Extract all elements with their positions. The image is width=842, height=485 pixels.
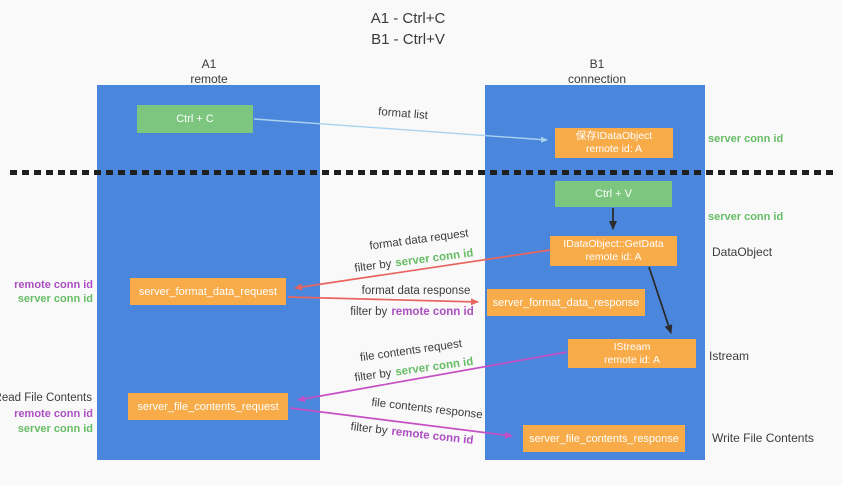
- node-idataobject-getdata-line1: IDataObject::GetData: [563, 238, 664, 250]
- filter-prefix: filter by: [349, 421, 389, 438]
- filter-key-remote-conn-id: remote conn id: [390, 425, 475, 447]
- filter-key-server-conn-id: server conn id: [394, 355, 475, 379]
- filter-key-server-conn-id: server conn id: [394, 247, 475, 270]
- label-format-list: format list: [377, 106, 429, 122]
- node-ctrl-c-label: Ctrl + C: [176, 113, 214, 125]
- node-istream-line2: remote id: A: [603, 353, 661, 366]
- node-save-idataobject-line1: 保存IDataObject: [575, 130, 653, 142]
- column-header-a1: A1 remote: [190, 57, 227, 87]
- label-istream: Istream: [709, 349, 750, 363]
- label-file-contents-response: file contents response: [370, 396, 484, 422]
- node-server-file-contents-request-label: server_file_contents_request: [137, 400, 279, 413]
- node-save-idataobject: 保存IDataObject remote id: A: [555, 128, 673, 158]
- column-a1-role: remote: [190, 72, 228, 86]
- node-ctrl-v-label: Ctrl + V: [595, 188, 632, 200]
- node-server-file-contents-response: server_file_contents_response: [523, 425, 685, 452]
- diagram-title: A1 - Ctrl+C B1 - Ctrl+V: [371, 8, 446, 50]
- label-server-conn-id-top-right: server conn id: [708, 133, 784, 145]
- label-remote-conn-id-left-bottom: remote conn id: [14, 408, 93, 420]
- filter-prefix: filter by: [353, 258, 393, 275]
- label-dataobject: DataObject: [712, 245, 773, 259]
- column-header-b1: B1 connection: [568, 57, 626, 87]
- node-server-format-data-request: server_format_data_request: [130, 278, 286, 305]
- node-server-format-data-response-label: server_format_data_response: [492, 296, 640, 309]
- phase-divider-dotted-line: [10, 170, 834, 175]
- label-format-data-response: format data response: [361, 285, 471, 297]
- filter-key-remote-conn-id: remote conn id: [391, 306, 474, 318]
- node-idataobject-getdata: IDataObject::GetData remote id: A: [550, 236, 677, 266]
- title-line-2: B1 - Ctrl+V: [371, 31, 445, 48]
- node-server-format-data-request-label: server_format_data_request: [138, 285, 278, 298]
- label-write-file-contents: Write File Contents: [712, 431, 814, 445]
- filter-prefix: filter by: [350, 306, 388, 318]
- node-save-idataobject-line2: remote id: A: [585, 143, 643, 155]
- node-ctrl-c: Ctrl + C: [137, 105, 253, 133]
- node-istream: IStream remote id: A: [568, 339, 696, 368]
- node-idataobject-getdata-line2: remote id: A: [585, 251, 642, 263]
- title-line-1: A1 - Ctrl+C: [370, 10, 446, 27]
- node-server-format-data-response: server_format_data_response: [487, 289, 645, 316]
- label-remote-conn-id-left-top: remote conn id: [14, 279, 93, 291]
- node-ctrl-v: Ctrl + V: [555, 181, 672, 207]
- column-b1-name: B1: [589, 57, 605, 71]
- label-server-conn-id-mid-right: server conn id: [708, 211, 784, 223]
- column-a1-name: A1: [201, 57, 217, 71]
- label-server-conn-id-left-bottom: server conn id: [17, 423, 93, 435]
- label-read-file-contents: Read File Contents: [0, 392, 92, 404]
- node-istream-line1: IStream: [613, 340, 651, 353]
- node-server-file-contents-request: server_file_contents_request: [128, 393, 288, 420]
- filter-prefix: filter by: [353, 367, 393, 385]
- label-server-conn-id-left-top: server conn id: [17, 293, 93, 305]
- node-server-file-contents-response-label: server_file_contents_response: [529, 432, 679, 445]
- column-b1-role: connection: [567, 72, 627, 86]
